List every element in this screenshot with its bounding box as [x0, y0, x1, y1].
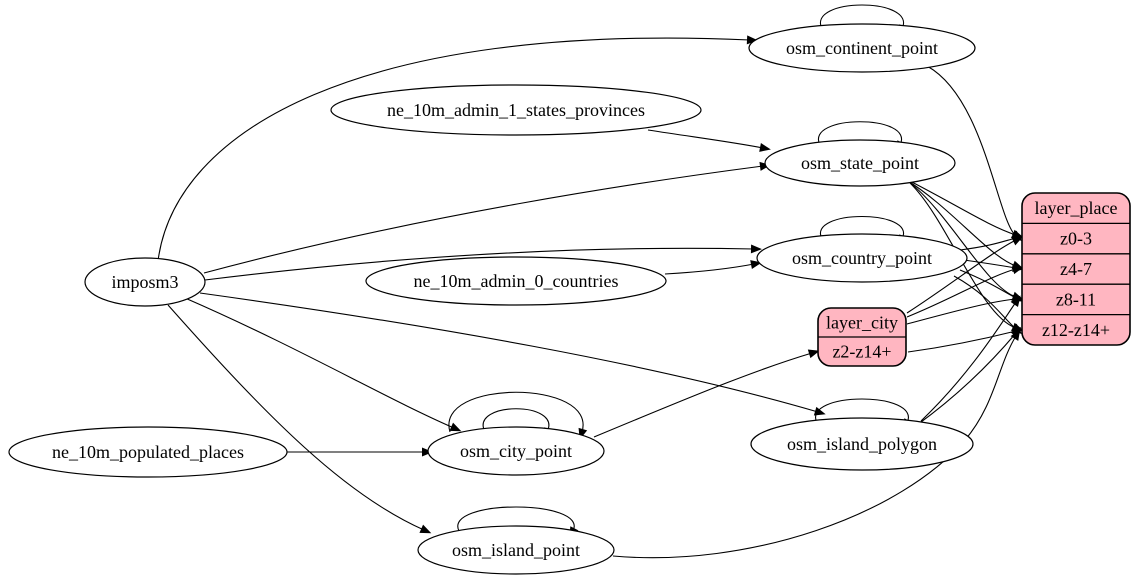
- node-osm_island_polygon: osm_island_polygon: [750, 417, 974, 471]
- node-ellipse-ne_10m_admin_0_countries: [365, 256, 667, 306]
- record-shape-layer_place: [1021, 192, 1131, 346]
- node-osm_city_point: osm_city_point: [427, 426, 605, 476]
- arrowhead-edge-imposm3-to-osm_state_point: [759, 161, 771, 171]
- node-layer_place: layer_place z0-3 z4-7 z8-11 z12-z14+: [1021, 192, 1131, 346]
- record-row-layer_place-0: z0-3: [1060, 229, 1092, 249]
- node-ne_10m_admin_1_states_provinces: ne_10m_admin_1_states_provinces: [330, 84, 702, 136]
- arrowhead-edge-imposm3-to-osm_island_point: [419, 524, 432, 534]
- arrowhead-edge-osm_island_polygon-to-layer_place-row2: [1010, 295, 1021, 308]
- node-label-osm_state_point: osm_state_point: [801, 153, 919, 173]
- edge-osm_country_point-to-layer_place-row3: [953, 275, 1017, 330]
- edge-imposm3-to-osm_island_point: [167, 304, 425, 531]
- edge-osm_state_point-to-layer_place-row0: [901, 176, 1017, 236]
- node-osm_continent_point: osm_continent_point: [748, 23, 976, 73]
- self-loop-edge-osm_country_point: [819, 215, 905, 240]
- arrowhead-edge-osm_island_point-to-layer_place-row3: [1010, 329, 1021, 341]
- edge-osm_island_polygon-to-layer_place-row3: [916, 332, 1017, 426]
- node-ellipse-ne_10m_populated_places: [8, 426, 288, 478]
- arrowhead-edge-imposm3-to-osm_country_point: [750, 244, 762, 254]
- self-loop-edge-osm_state_point: [817, 121, 903, 146]
- record-title-layer_city: layer_city: [826, 313, 898, 333]
- node-label-osm_island_polygon: osm_island_polygon: [787, 434, 937, 454]
- self-loop-edge-osm_island_point: [457, 506, 575, 532]
- record-row-layer_place-1: z4-7: [1060, 259, 1092, 279]
- edge-osm_continent_point-to-layer_place-row0: [926, 65, 1017, 237]
- node-label-osm_continent_point: osm_continent_point: [786, 38, 938, 58]
- node-layer_city: layer_city z2-z14+: [817, 307, 907, 367]
- node-ellipse-osm_continent_point: [748, 23, 976, 73]
- edge-imposm3-to-osm_country_point: [204, 247, 755, 281]
- arrowhead-edge-layer_city-to-layer_place-row1: [1011, 265, 1024, 275]
- arrowhead-edge-ne_10m_admin_1_states_provinces-to-osm_state_point: [759, 143, 771, 152]
- edge-layer_city-to-layer_place-row2: [906, 298, 1017, 325]
- self-loop-edge-osm_continent_point: [819, 4, 905, 30]
- edge-imposm3-to-osm_continent_point: [157, 37, 751, 262]
- edge-osm_state_point-to-layer_place-row1: [904, 178, 1017, 267]
- node-ellipse-osm_island_polygon: [750, 417, 974, 471]
- edge-imposm3-to-osm_island_polygon: [199, 292, 819, 413]
- edge-layer_city-to-layer_place-row0: [906, 239, 1017, 314]
- node-osm_state_point: osm_state_point: [764, 139, 956, 187]
- edge-ne_10m_admin_0_countries-to-osm_country_point: [664, 263, 755, 275]
- node-ellipse-osm_city_point: [427, 426, 605, 476]
- node-label-ne_10m_populated_places: ne_10m_populated_places: [52, 442, 244, 462]
- arrowhead-edge-layer_city-to-layer_place-row0: [1011, 236, 1024, 246]
- node-label-osm_city_point: osm_city_point: [460, 441, 572, 461]
- node-ellipse-imposm3: [84, 257, 206, 307]
- record-row-layer_place-3: z12-z14+: [1042, 320, 1110, 340]
- node-ellipse-osm_country_point: [756, 233, 968, 283]
- arrowhead-edge-imposm3-to-osm_city_point: [449, 422, 462, 432]
- edge-osm_island_polygon-to-layer_place-row2: [920, 301, 1017, 422]
- arrowhead-edge-osm_city_point-to-layer_city-row0: [807, 349, 820, 359]
- record-title-layer_place: layer_place: [1035, 198, 1118, 218]
- node-label-imposm3: imposm3: [111, 272, 178, 292]
- edge-layer_city-to-layer_place-row3: [907, 330, 1017, 353]
- edge-osm_city_point-to-layer_city-row0: [593, 352, 813, 438]
- node-ellipse-osm_island_point: [417, 525, 615, 575]
- node-osm_country_point: osm_country_point: [756, 233, 968, 283]
- self-loop-edge-osm_city_point: [482, 408, 550, 433]
- self-loop-edge-osm_city_point: [448, 391, 584, 433]
- self-loop-edge-osm_island_polygon: [815, 398, 909, 424]
- node-ellipse-ne_10m_admin_1_states_provinces: [330, 84, 702, 136]
- edge-osm_country_point-to-layer_place-row1: [963, 259, 1017, 269]
- node-ne_10m_admin_0_countries: ne_10m_admin_0_countries: [365, 256, 667, 306]
- node-imposm3: imposm3: [84, 257, 206, 307]
- node-ne_10m_populated_places: ne_10m_populated_places: [8, 426, 288, 478]
- arrowhead-edge-imposm3-to-osm_continent_point: [746, 35, 758, 45]
- edge-layer_city-to-layer_place-row1: [906, 268, 1017, 318]
- edge-osm_state_point-to-layer_place-row2: [907, 180, 1017, 298]
- node-label-osm_country_point: osm_country_point: [792, 248, 932, 268]
- record-row-layer_city-0: z2-z14+: [832, 342, 891, 362]
- node-ellipse-osm_state_point: [764, 139, 956, 187]
- edge-osm_island_point-to-layer_place-row3: [612, 335, 1017, 559]
- record-row-layer_place-2: z8-11: [1056, 289, 1096, 309]
- edge-ne_10m_admin_1_states_provinces-to-osm_state_point: [647, 129, 764, 149]
- node-label-ne_10m_admin_1_states_provinces: ne_10m_admin_1_states_provinces: [387, 100, 645, 120]
- node-osm_island_point: osm_island_point: [417, 525, 615, 575]
- node-label-ne_10m_admin_0_countries: ne_10m_admin_0_countries: [414, 271, 619, 291]
- node-label-osm_island_point: osm_island_point: [452, 540, 580, 560]
- edge-imposm3-to-osm_state_point: [203, 165, 764, 274]
- edge-imposm3-to-osm_city_point: [184, 297, 455, 429]
